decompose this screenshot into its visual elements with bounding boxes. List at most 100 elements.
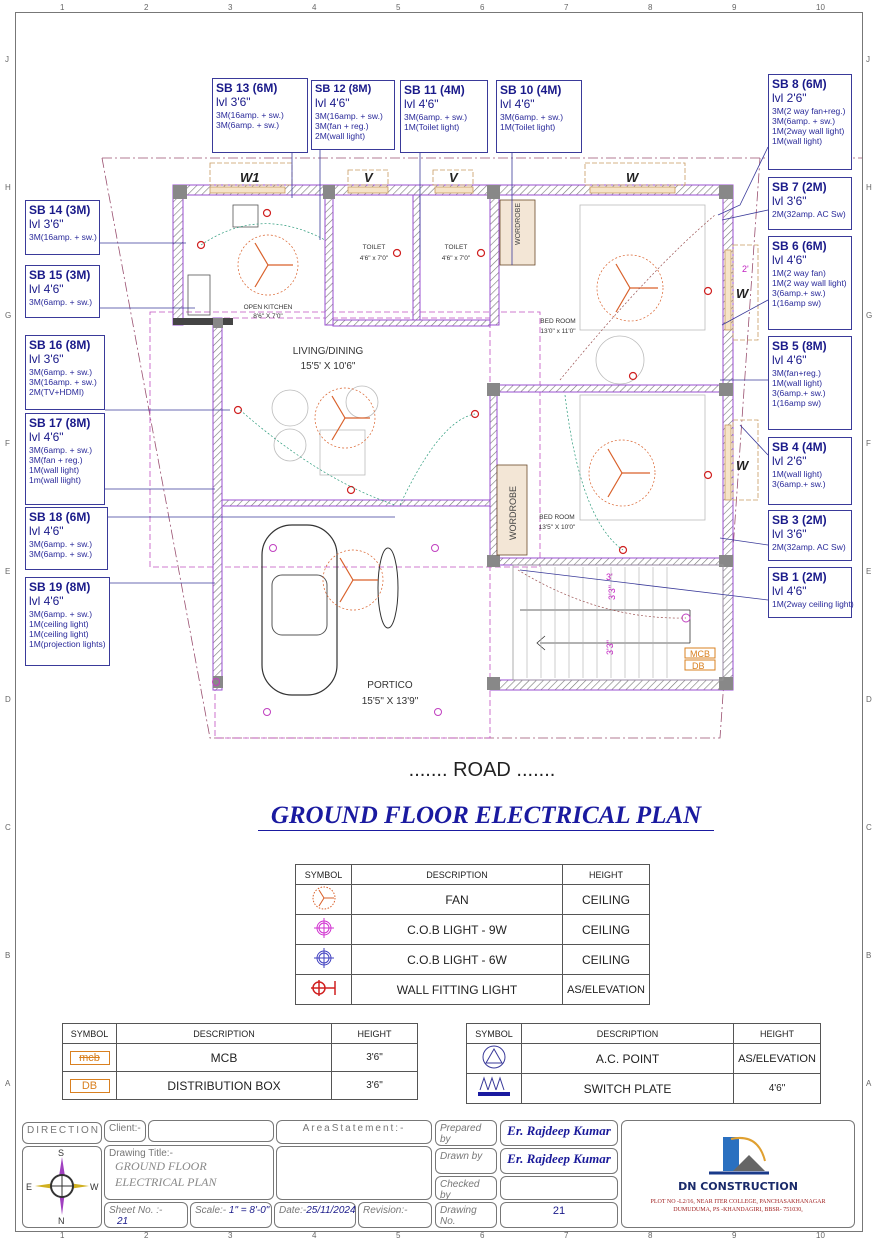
sb14-callout: SB 14 (3M)lvl 3'6"3M(16amp. + sw.) bbox=[25, 200, 100, 255]
svg-text:WORDROBE: WORDROBE bbox=[515, 203, 522, 245]
grid-column-label: 3 bbox=[228, 3, 233, 12]
grid-column-label: 2 bbox=[144, 3, 149, 12]
wall-light-icons bbox=[196, 208, 713, 555]
grid-row-label: A bbox=[866, 1079, 872, 1088]
svg-text:OPEN KITCHEN: OPEN KITCHEN bbox=[244, 304, 293, 311]
sb18-callout: SB 18 (6M)lvl 4'6"3M(6amp. + sw.)3M(6amp… bbox=[25, 507, 108, 570]
grid-column-label: 5 bbox=[396, 3, 401, 12]
mcb-symbol bbox=[684, 647, 716, 659]
grid-row-label: G bbox=[866, 311, 873, 320]
client-label: Client:- bbox=[104, 1120, 146, 1142]
grid-row-label: E bbox=[5, 567, 11, 576]
sb1-callout: SB 1 (2M)lvl 4'6"1M(2way ceiling light) bbox=[768, 567, 854, 618]
grid-row-label: C bbox=[5, 823, 11, 832]
grid-row-label: E bbox=[866, 567, 872, 576]
grid-row-label: B bbox=[866, 951, 872, 960]
car-icon bbox=[261, 524, 338, 696]
sb10-callout: SB 10 (4M)lvl 4'6"3M(6amp. + sw.)1M(Toil… bbox=[496, 80, 582, 153]
wardrobe-1 bbox=[499, 199, 536, 266]
grid-column-label: 8 bbox=[648, 3, 653, 12]
grid-column-label: 7 bbox=[564, 3, 569, 12]
grid-column-label: 1 bbox=[60, 3, 65, 12]
sb3-callout: SB 3 (2M)lvl 3'6"2M(32amp. AC Sw) bbox=[768, 510, 852, 561]
grid-column-label: 1 bbox=[60, 1231, 65, 1240]
grid-column-label: 7 bbox=[564, 1231, 569, 1240]
svg-text:3': 3' bbox=[606, 572, 613, 582]
drawing-no-value: 21 bbox=[500, 1202, 618, 1228]
switch-plate-icon bbox=[478, 1076, 510, 1096]
wall-light-icon bbox=[310, 980, 336, 996]
area-statement-label: AreaStatement:- bbox=[276, 1120, 432, 1144]
grid-row-label: F bbox=[866, 439, 871, 448]
company-logo-icon bbox=[709, 1137, 769, 1175]
grid-column-label: 2 bbox=[144, 1231, 149, 1240]
grid-column-label: 4 bbox=[312, 1231, 317, 1240]
grid-row-label: B bbox=[5, 951, 11, 960]
svg-text:V: V bbox=[449, 170, 459, 185]
svg-text:4'6" x 7'0": 4'6" x 7'0" bbox=[442, 255, 471, 262]
grid-row-label: G bbox=[5, 311, 12, 320]
grid-row-label: D bbox=[5, 695, 11, 704]
svg-text:W: W bbox=[626, 170, 640, 185]
svg-text:S: S bbox=[58, 1148, 64, 1158]
company-block: DN CONSTRUCTION PLOT NO -L2/16, NEAR ITE… bbox=[621, 1120, 855, 1228]
sb5-callout: SB 5 (8M)lvl 4'6"3M(fan+reg.)1M(wall lig… bbox=[768, 336, 852, 430]
prepared-by-label: Prepared by bbox=[435, 1120, 497, 1146]
fan-icons bbox=[237, 234, 664, 611]
compass-rose-icon: S N E W bbox=[26, 1148, 99, 1225]
checked-by-label: Checked by bbox=[435, 1176, 497, 1201]
floor-plan: W1 V V W W W WORDROBE WORDROBE 3'3" 3'3"… bbox=[100, 146, 862, 781]
grid-row-label: J bbox=[866, 55, 870, 64]
grid-column-label: 10 bbox=[816, 1231, 825, 1240]
bike-icon bbox=[377, 547, 399, 629]
client-value bbox=[148, 1120, 274, 1142]
grid-row-label: D bbox=[866, 695, 872, 704]
sheet-no: Sheet No. :- 21 bbox=[104, 1202, 188, 1228]
svg-text:N: N bbox=[58, 1216, 65, 1225]
wardrobe-2 bbox=[496, 464, 528, 556]
sb8-callout: SB 8 (6M)lvl 2'6"3M(2 way fan+reg.)3M(6a… bbox=[768, 74, 852, 170]
svg-text:2': 2' bbox=[742, 264, 749, 274]
svg-text:E: E bbox=[26, 1182, 32, 1192]
db-symbol: DB bbox=[69, 1079, 110, 1093]
svg-text:TOILET: TOILET bbox=[445, 244, 468, 251]
grid-column-label: 9 bbox=[732, 3, 737, 12]
grid-column-label: 4 bbox=[312, 3, 317, 12]
svg-text:4'6" x 7'0": 4'6" x 7'0" bbox=[360, 255, 389, 262]
prepared-by-value: Er. Rajdeep Kumar bbox=[500, 1120, 618, 1146]
sb13-callout: SB 13 (6M)lvl 3'6"3M(16amp. + sw.)3M(6am… bbox=[212, 78, 308, 153]
svg-text:TOILET: TOILET bbox=[363, 244, 386, 251]
grid-row-label: A bbox=[5, 1079, 11, 1088]
fan-icon bbox=[312, 886, 335, 910]
grid-column-label: 6 bbox=[480, 3, 485, 12]
grid-column-label: 6 bbox=[480, 1231, 485, 1240]
area-statement-value bbox=[276, 1146, 432, 1200]
svg-text:BED ROOM: BED ROOM bbox=[540, 318, 575, 325]
grid-column-label: 3 bbox=[228, 1231, 233, 1240]
grid-column-label: 8 bbox=[648, 1231, 653, 1240]
date: Date:-25/11/2024 bbox=[274, 1202, 356, 1228]
grid-column-label: 5 bbox=[396, 1231, 401, 1240]
sheet-frame bbox=[15, 12, 863, 1232]
grid-column-label: 10 bbox=[816, 3, 825, 12]
sb19-callout: SB 19 (8M)lvl 4'6"3M(6amp. + sw.)1M(ceil… bbox=[25, 577, 110, 666]
grid-row-label: H bbox=[866, 183, 872, 192]
grid-row-label: J bbox=[5, 55, 9, 64]
grid-row-label: C bbox=[866, 823, 872, 832]
checked-by-value bbox=[500, 1176, 618, 1200]
leader-lines bbox=[100, 146, 769, 601]
svg-text:W1: W1 bbox=[240, 170, 260, 185]
svg-text:W: W bbox=[736, 458, 750, 473]
grid-column-label: 9 bbox=[732, 1231, 737, 1240]
cob-light-6w-icon bbox=[313, 948, 334, 968]
sb15-callout: SB 15 (3M)lvl 4'6"3M(6amp. + sw.) bbox=[25, 265, 100, 318]
drawn-by-value: Er. Rajdeep Kumar bbox=[500, 1148, 618, 1174]
svg-text:BED ROOM: BED ROOM bbox=[539, 514, 574, 521]
sb11-callout: SB 11 (4M)lvl 4'6"3M(6amp. + sw.)1M(Toil… bbox=[400, 80, 488, 153]
svg-text:13'0" x 11'0": 13'0" x 11'0" bbox=[540, 328, 576, 335]
svg-text:15'5' X 10'6": 15'5' X 10'6" bbox=[301, 361, 356, 372]
sb6-callout: SB 6 (6M)lvl 4'6"1M(2 way fan)1M(2 way w… bbox=[768, 236, 852, 330]
svg-text:W: W bbox=[90, 1182, 99, 1192]
